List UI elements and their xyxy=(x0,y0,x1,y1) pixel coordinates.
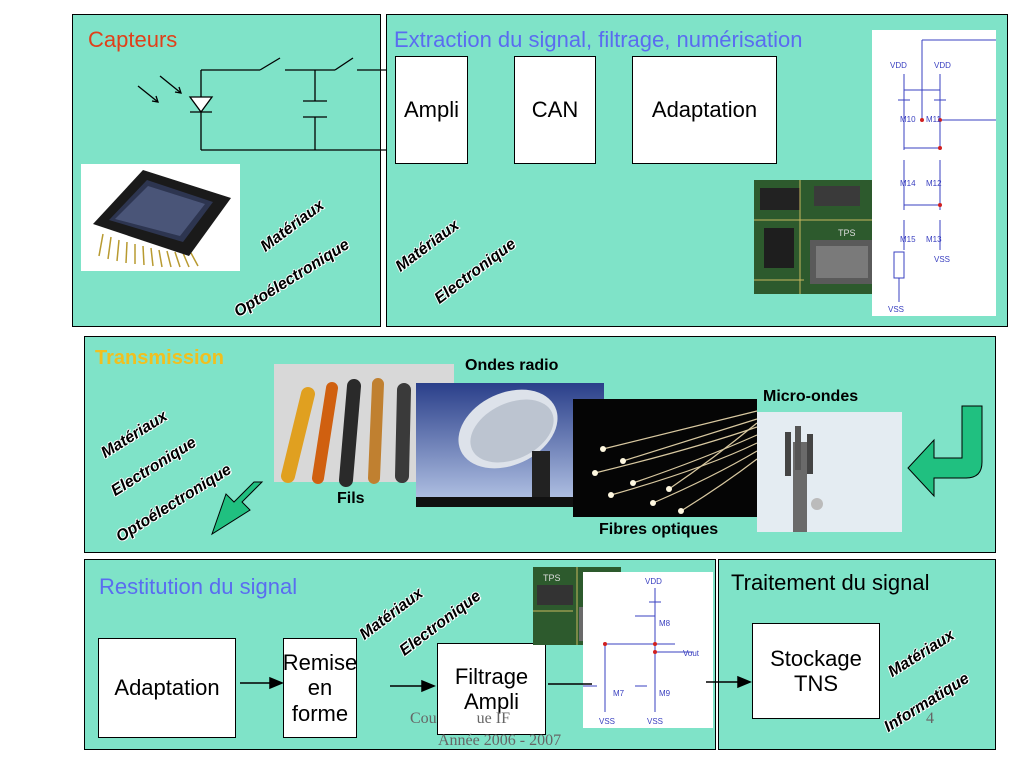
radio-dish-image xyxy=(416,383,604,507)
tps-chip-label: TPS xyxy=(838,228,856,238)
green-curved-arrow xyxy=(907,405,983,498)
tps-chip-label-bottom: TPS xyxy=(543,573,561,583)
filtrage-ampli-label: Filtrage Ampli xyxy=(454,663,529,714)
vdd-label-bottom: VDD xyxy=(645,577,662,586)
m10-label: M10 xyxy=(900,115,916,124)
vss-label-2: VSS xyxy=(888,305,904,314)
ccd-sensor-image xyxy=(81,164,240,271)
vout-label: Vout xyxy=(683,649,700,658)
transmission-title: Transmission xyxy=(95,347,224,369)
m8-label: M8 xyxy=(659,619,671,628)
microwave-tower-image xyxy=(757,412,902,532)
remise-en-forme-label: Remise en forme xyxy=(282,650,358,726)
circuit-board-image-top: TPS xyxy=(754,180,887,294)
traitement-title: Traitement du signal xyxy=(731,570,930,595)
footer-course-line: Cou ue IF xyxy=(410,710,510,727)
m7-label: M7 xyxy=(613,689,625,698)
m15-label: M15 xyxy=(900,235,916,244)
ampli-block: Ampli xyxy=(395,56,468,164)
m13-label: M13 xyxy=(926,235,942,244)
extraction-title: Extraction du signal, filtrage, numérisa… xyxy=(394,27,803,52)
micro-ondes-label: Micro-ondes xyxy=(763,388,859,405)
stockage-tns-label: Stockage TNS xyxy=(770,645,862,696)
vss-label-1: VSS xyxy=(934,255,950,264)
can-block: CAN xyxy=(514,56,596,164)
ondes-radio-label: Ondes radio xyxy=(465,357,559,374)
footer-year-line: Année 2006 - 2007 xyxy=(438,732,562,749)
capteurs-title: Capteurs xyxy=(88,27,178,52)
page-number: 4 xyxy=(926,710,934,727)
vss-label-bottom-1: VSS xyxy=(599,717,615,726)
adaptation-block-bottom: Adaptation xyxy=(98,638,236,738)
m12-label: M12 xyxy=(926,179,942,188)
fiber-optics-image xyxy=(573,399,758,517)
restitution-title: Restitution du signal xyxy=(99,574,298,599)
transistor-schematic-bottom: VDD M8 Vout M7 M9 VSS VSS xyxy=(583,572,713,728)
vss-label-bottom-2: VSS xyxy=(647,717,663,726)
vdd-label-2: VDD xyxy=(934,61,951,70)
m14-label: M14 xyxy=(900,179,916,188)
fils-label: Fils xyxy=(337,490,365,507)
green-down-left-arrow xyxy=(211,481,264,536)
filtrage-ampli-block: Filtrage Ampli xyxy=(437,643,546,735)
stockage-tns-block: Stockage TNS xyxy=(752,623,880,719)
vdd-label-1: VDD xyxy=(890,61,907,70)
fibres-optiques-label: Fibres optiques xyxy=(599,521,719,538)
m9-label: M9 xyxy=(659,689,671,698)
m11-label: M11 xyxy=(926,115,942,124)
remise-en-forme-block: Remise en forme xyxy=(283,638,357,738)
transistor-schematic-top: VDD VDD M10 M11 M14 M12 M15 M13 VSS VSS xyxy=(872,30,996,316)
adaptation-block-top: Adaptation xyxy=(632,56,777,164)
